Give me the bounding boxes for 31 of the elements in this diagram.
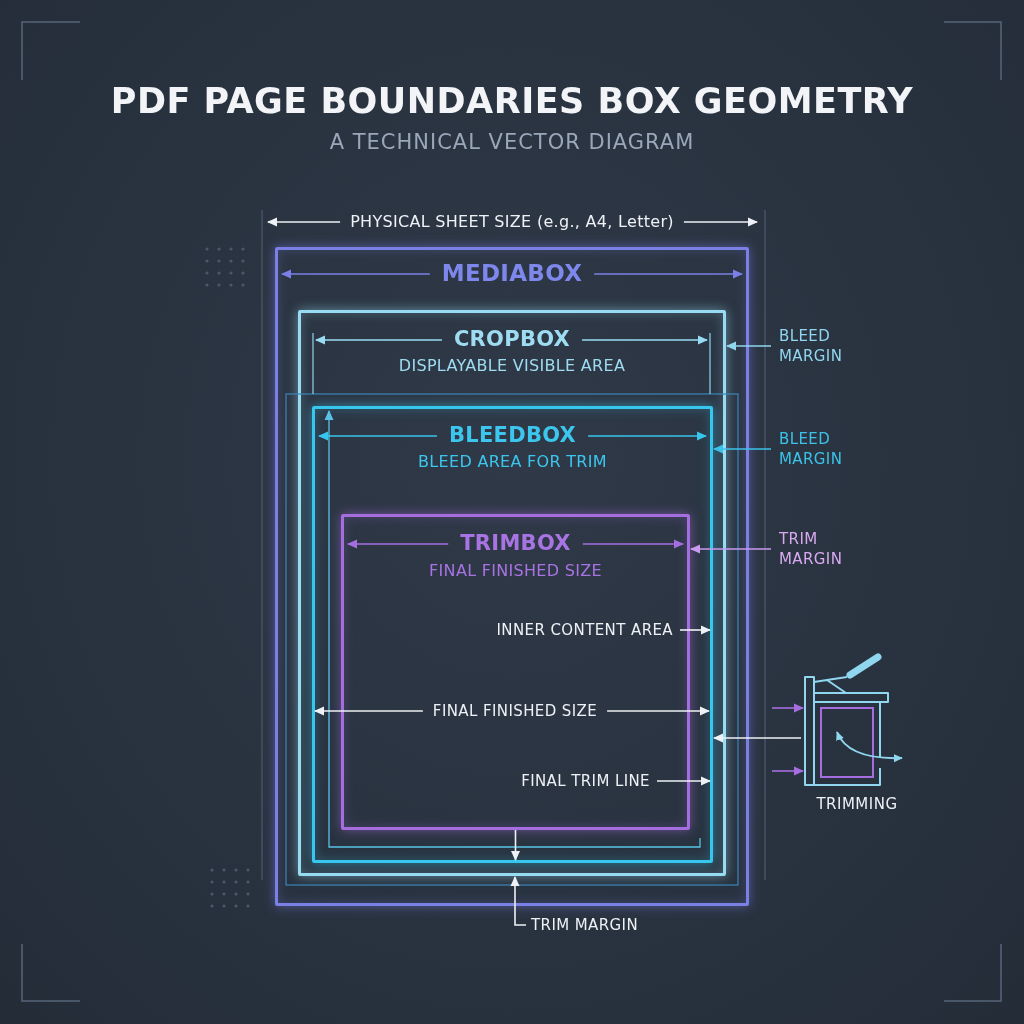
description-text: FINAL FINISHED SIZE <box>429 561 602 581</box>
heading-text: TRIMBOX <box>460 531 571 557</box>
leader-arrow <box>679 625 711 635</box>
title: PDF PAGE BOUNDARIES BOX GEOMETRY <box>110 80 914 122</box>
leader-arrow <box>511 829 520 861</box>
callout-label: FINAL TRIM LINE <box>521 772 650 790</box>
leader-arrow <box>726 341 772 351</box>
heading-text: BLEEDBOX <box>448 423 577 449</box>
boundary-rectangle <box>341 514 690 830</box>
subtitle: A TECHNICAL VECTOR DIAGRAM <box>329 130 695 156</box>
callout-label: BLEED MARGIN <box>779 429 843 469</box>
boundary-rectangle <box>298 310 726 876</box>
leader-arrow <box>690 544 772 554</box>
arrow <box>771 703 804 713</box>
callout-label: TRIM MARGIN <box>531 916 638 934</box>
dimension-label: FINAL FINISHED SIZE <box>432 702 598 720</box>
callout-label: TRIM MARGIN <box>779 529 843 569</box>
leader-arrow <box>510 876 527 926</box>
icon-caption: TRIMMING <box>816 795 898 813</box>
dimension-label: PHYSICAL SHEET SIZE (e.g., A4, Letter) <box>350 212 674 232</box>
heading-text: MEDIABOX <box>441 260 583 288</box>
description-text: BLEED AREA FOR TRIM <box>418 452 607 472</box>
heading-text: CROPBOX <box>453 327 571 353</box>
boundary-rectangle <box>275 247 749 906</box>
leader-arrow <box>713 444 772 454</box>
leader-arrow <box>713 733 802 743</box>
leader-arrow <box>656 776 711 786</box>
description-text: DISPLAYABLE VISIBLE AREA <box>398 356 626 376</box>
arrow <box>771 766 804 776</box>
callout-label: INNER CONTENT AREA <box>496 621 673 639</box>
callout-label: BLEED MARGIN <box>779 326 843 366</box>
